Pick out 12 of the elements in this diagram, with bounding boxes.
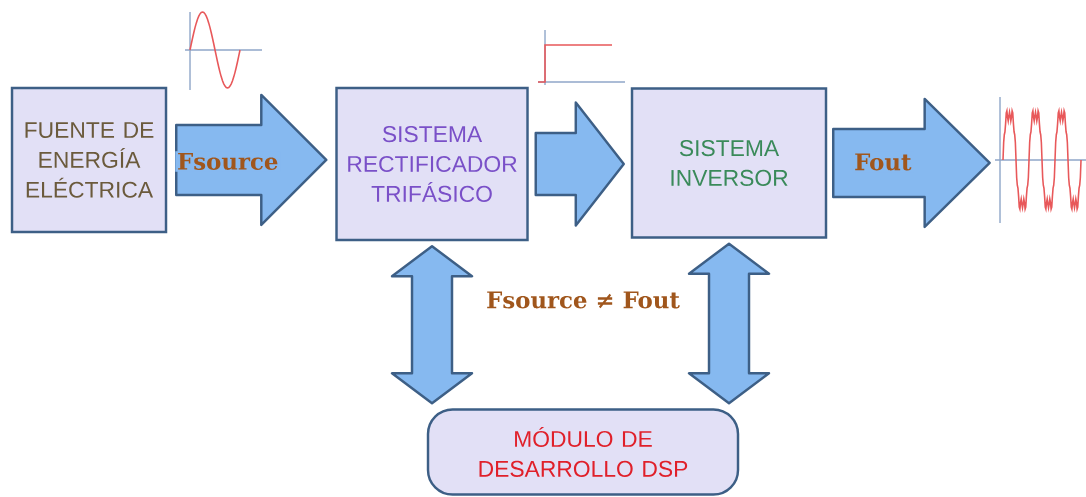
block-arrow (390, 245, 474, 405)
block-arrow (832, 97, 991, 229)
block-arrow (687, 242, 771, 405)
process-box: SISTEMA RECTIFICADOR TRIFÁSICO (335, 86, 529, 242)
waveform-plot (994, 96, 1086, 224)
process-box: SISTEMA INVERSOR (630, 87, 828, 239)
edge-label: Fsource (175, 151, 281, 172)
module-box: MÓDULO DE DESARROLLO DSP (426, 408, 740, 496)
block-arrow (534, 101, 625, 227)
edge-label: Fout (852, 151, 914, 173)
note-text: Fsource ≠ Fout (487, 291, 680, 309)
source-box: FUENTE DE ENERGÍA ELÉCTRICA (10, 86, 168, 234)
